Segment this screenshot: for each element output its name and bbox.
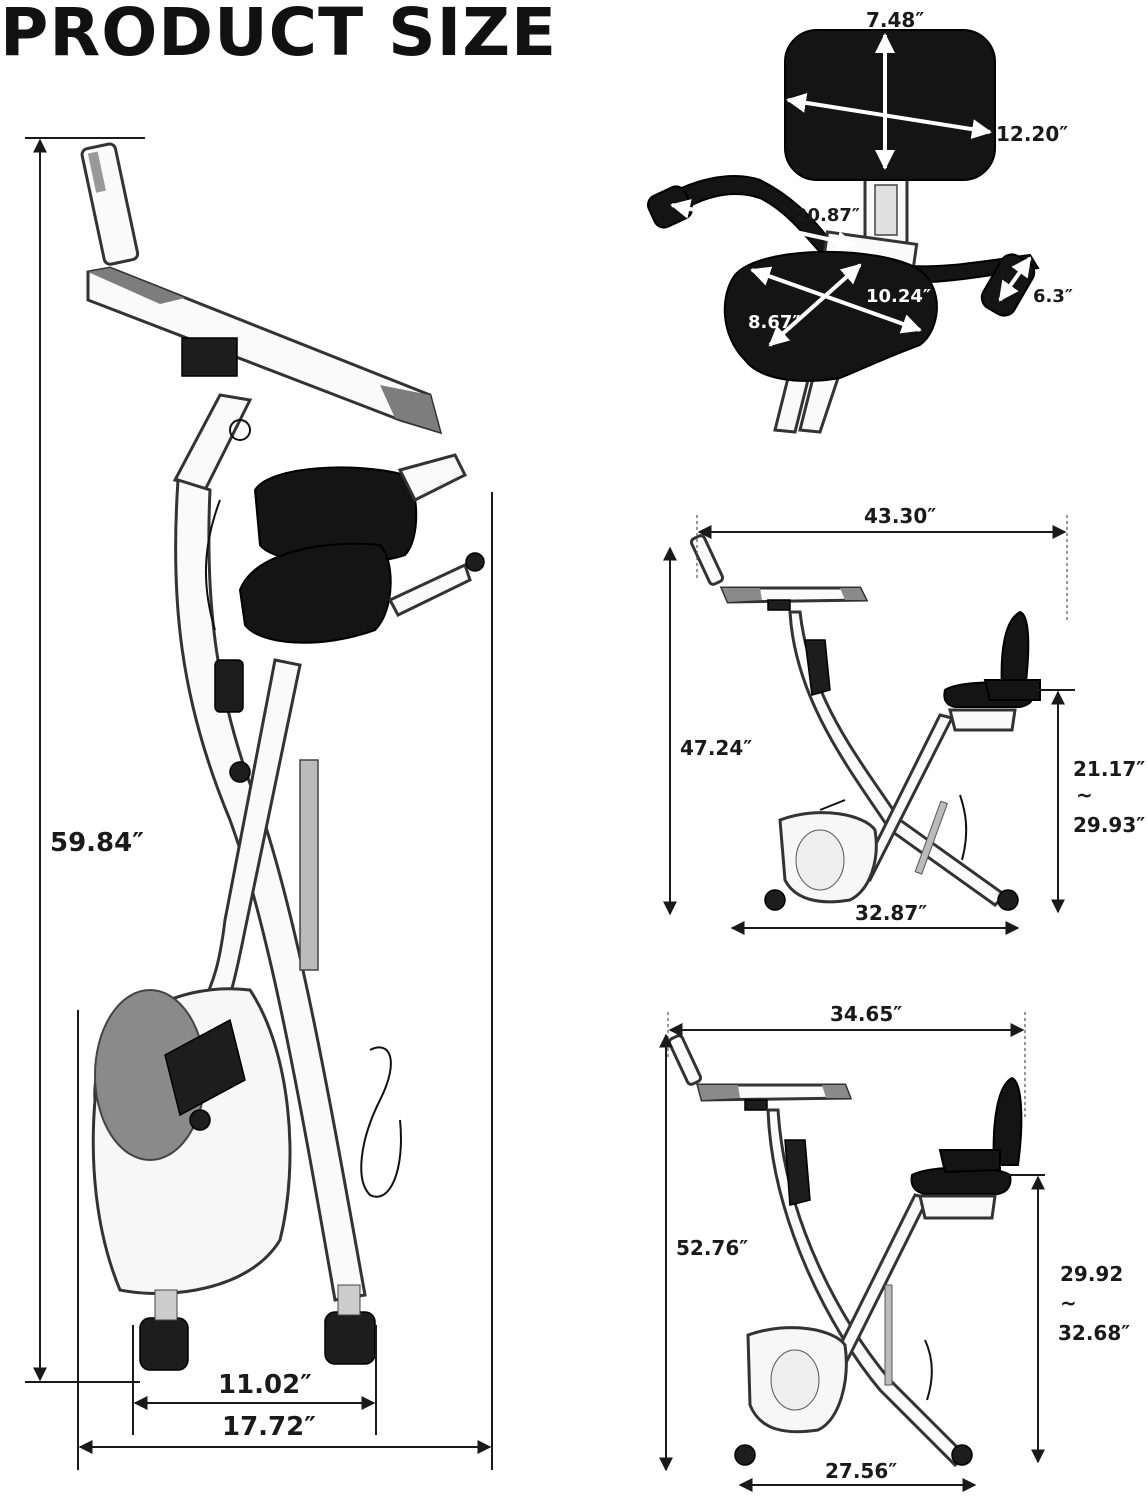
- low-height-label: 52.76″: [676, 1236, 748, 1260]
- folded-bike-illustration: [80, 142, 485, 1371]
- backrest-width-label: 12.20″: [996, 122, 1068, 146]
- seat-depth-label: 8.67″: [748, 312, 800, 333]
- mid-seat-height-min-label: 21.17″: [1073, 757, 1145, 781]
- low-length-label: 34.65″: [830, 1002, 902, 1026]
- low-seat-height-separator: ~: [1060, 1291, 1077, 1315]
- low-seat-height-min-label: 29.92: [1060, 1262, 1123, 1286]
- seat-closeup-illustration: [646, 29, 1040, 434]
- side-view-1-dimension-lines: [663, 515, 1075, 935]
- handle-grip-label: 6.3″: [1033, 286, 1073, 307]
- base-width-outer-label: 17.72″: [222, 1412, 316, 1442]
- mid-seat-height-separator: ~: [1076, 783, 1093, 807]
- seat-width-label: 10.24″: [866, 286, 931, 307]
- main-height-label: 59.84″: [50, 828, 144, 858]
- mid-height-label: 47.24″: [680, 736, 752, 760]
- low-seat-height-max-label: 32.68″: [1058, 1321, 1130, 1345]
- bike-side-view-1: [689, 534, 1041, 911]
- mid-base-label: 32.87″: [855, 901, 927, 925]
- backrest-height-label: 7.48″: [866, 8, 924, 32]
- folded-dimension-lines: [25, 137, 493, 1470]
- page-title: PRODUCT SIZE: [0, 0, 558, 71]
- mid-length-label: 43.30″: [864, 504, 936, 528]
- bike-side-view-2: [667, 1034, 1023, 1468]
- base-width-inner-label: 11.02″: [218, 1370, 312, 1400]
- handle-span-label: 20.87″: [795, 205, 860, 226]
- mid-seat-height-max-label: 29.93″: [1073, 813, 1145, 837]
- side-view-2-dimension-lines: [659, 1012, 1045, 1492]
- low-base-label: 27.56″: [825, 1459, 897, 1483]
